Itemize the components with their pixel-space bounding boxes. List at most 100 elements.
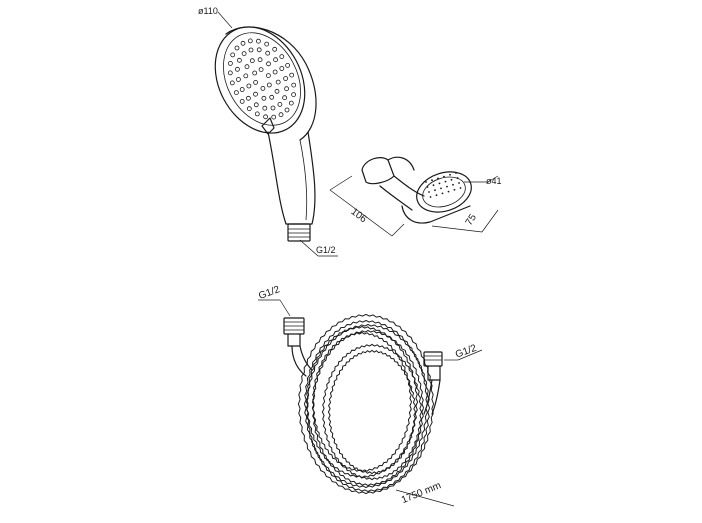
hose-coil-outer [297,313,435,495]
nozzle [246,83,252,89]
nozzle [261,95,267,101]
nozzle [265,50,271,56]
nozzle [285,63,291,68]
grip-dot [449,173,451,176]
grip-dot [455,172,457,174]
wall-holder: 106 75 ø41 [329,156,502,237]
grip-dot [456,177,459,179]
nozzle [291,92,297,97]
grip-dot [446,185,448,188]
holder-grip-texture [425,172,462,198]
nozzle [243,73,249,79]
nozzle [248,47,254,53]
nozzle [266,82,272,88]
hose-thread-right-label: G1/2 [454,343,479,361]
nozzle [283,76,289,81]
nozzle [235,77,241,82]
nozzle [262,105,268,111]
grip-dot [453,188,456,191]
hose-coils [297,313,435,495]
nozzle [282,95,288,101]
nozzle [263,114,269,120]
nozzle [265,73,271,78]
nozzle [244,64,250,70]
shower-hose: G1/2 G1/2 1750 mm [257,284,483,507]
nozzle [255,38,261,44]
nozzle [246,106,252,112]
grip-dot [441,192,444,195]
hose-coil-inner [327,349,417,475]
grip-dot [434,189,436,192]
grip-dot [435,194,438,197]
hose-coil-inner [311,329,425,487]
nozzle [253,80,259,85]
nozzle [258,67,264,72]
grip-dot [443,175,445,178]
nozzle [284,86,290,92]
nozzle [289,72,295,78]
grip-dot [452,183,454,186]
holder-diameter-label: ø41 [486,176,502,186]
grip-dot [425,181,427,183]
nozzle [247,38,253,44]
nozzle [241,51,247,56]
grip-dot [432,184,435,187]
hose-coil-inner [311,331,413,473]
shower-face [214,26,306,134]
hose-coil-outer [305,325,419,479]
hand-shower: ø110 G1/2 [198,6,338,257]
grip-dot [444,180,447,183]
hose-coil-inner [303,319,429,489]
hose-thread-left-label: G1/2 [257,284,282,302]
nozzle [229,80,235,86]
grip-dot [459,187,462,189]
nozzle [227,70,233,76]
nozzle [272,69,278,75]
nozzle [275,79,281,85]
grip-dot [437,177,439,180]
nozzle [278,112,284,118]
nozzle [230,52,236,58]
head-diameter-label: ø110 [198,6,218,16]
hose-connector-right [423,351,443,367]
grip-dot [440,187,442,190]
shower-nozzles [227,38,297,120]
nozzle [284,107,290,113]
hose-coil-outer [321,343,423,481]
nozzle [233,90,239,95]
nozzle [274,88,280,94]
nozzle [273,57,279,63]
nozzle [227,61,233,66]
nozzle [239,99,245,104]
nozzle [234,66,240,72]
nozzle [279,54,285,59]
grip-dot [428,191,430,193]
shower-handle [267,131,316,225]
nozzle [260,86,266,91]
grip-dot [458,182,460,184]
nozzle [291,82,297,88]
nozzle [271,114,277,120]
grip-dot [431,179,433,182]
nozzle [266,61,271,67]
nozzle [245,95,251,101]
nozzle [269,94,275,100]
shower-connector [287,223,311,242]
nozzle [279,66,285,71]
nozzle [236,57,242,63]
holder-length-label: 106 [349,206,369,225]
nozzle [253,102,259,108]
nozzle [257,57,263,63]
nozzle [256,47,262,53]
nozzle [264,41,270,47]
nozzle [240,40,246,46]
grip-dot [426,186,429,188]
nozzle [254,111,260,117]
holder-width-label: 75 [464,212,479,228]
grip-dot [429,196,432,198]
nozzle [253,91,258,97]
nozzle [252,70,258,76]
nozzle [270,105,276,111]
nozzle [272,46,278,52]
